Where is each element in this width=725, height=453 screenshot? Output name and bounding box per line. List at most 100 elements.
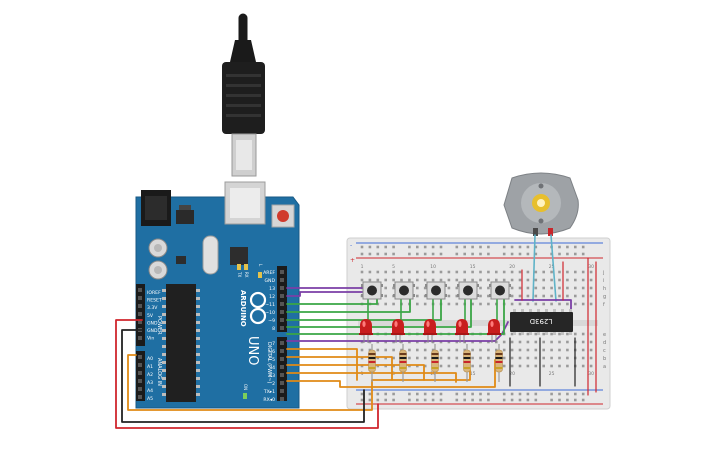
breadboard-hole: [550, 302, 553, 306]
breadboard-hole: [416, 245, 419, 249]
breadboard-hole: [542, 348, 545, 352]
leds[interactable]: [359, 319, 501, 343]
red-led[interactable]: [391, 319, 405, 343]
top_pin-label: 13: [269, 286, 275, 292]
breadboard-hole: [408, 245, 411, 249]
breadboard-hole: [558, 278, 561, 282]
row-letter: e: [603, 332, 606, 338]
breadboard-hole: [558, 332, 561, 336]
breadboard-hole: [495, 348, 498, 352]
breadboard-hole: [416, 278, 419, 282]
arduino-uno-board[interactable]: ARDUINO UNO DIGITAL (PWM~) POWER ANALOG …: [135, 181, 300, 409]
breadboard-hole: [463, 278, 466, 282]
red-led[interactable]: [487, 319, 501, 343]
breadboard-hole: [534, 294, 538, 298]
push-button[interactable]: [457, 281, 479, 300]
breadboard-hole: [526, 245, 530, 249]
breadboard-hole: [463, 245, 466, 249]
resistor[interactable]: [399, 344, 407, 382]
push-button[interactable]: [393, 281, 415, 300]
breadboard-hole: [455, 356, 459, 360]
breadboard-hole: [384, 392, 387, 396]
breadboard-hole: [581, 340, 585, 344]
breadboard-hole: [581, 245, 585, 249]
breadboard-hole: [376, 364, 380, 368]
breadboard-hole: [526, 356, 530, 360]
breadboard-hole: [408, 270, 411, 274]
breadboard-hole: [558, 302, 561, 306]
breadboard-hole: [589, 302, 593, 306]
breadboard-hole: [518, 398, 522, 402]
breadboard-hole: [455, 270, 459, 274]
breadboard-hole: [392, 252, 395, 256]
breadboard-hole: [534, 392, 538, 396]
breadboard-hole: [550, 270, 553, 274]
breadboard-hole: [581, 302, 585, 306]
breadboard-hole: [589, 270, 593, 274]
breadboard-hole: [518, 364, 522, 368]
resistor[interactable]: [431, 344, 439, 382]
resistors[interactable]: [368, 344, 503, 382]
breadboard-hole: [376, 252, 380, 256]
breadboard-hole: [510, 340, 514, 344]
top_pin-label: 12: [269, 294, 275, 300]
breadboard-hole: [526, 332, 530, 336]
analog_pin-label: A5: [147, 396, 153, 402]
breadboard-hole: [510, 356, 514, 360]
push-button[interactable]: [425, 281, 447, 300]
breadboard-hole: [487, 302, 490, 306]
resistor[interactable]: [368, 344, 376, 382]
breadboard-hole: [423, 302, 427, 306]
breadboard-hole: [550, 332, 553, 336]
dc-motor[interactable]: [503, 172, 579, 236]
breadboard-hole: [376, 270, 380, 274]
breadboard-hole: [455, 398, 459, 402]
breadboard-hole: [589, 364, 593, 368]
breadboard-hole: [550, 286, 553, 290]
breadboard-hole: [479, 348, 482, 352]
breadboard-hole: [423, 348, 427, 352]
breadboard-hole: [502, 278, 506, 282]
breadboard-hole: [566, 364, 569, 368]
row-letter: d: [603, 340, 606, 346]
resistor[interactable]: [495, 344, 503, 382]
breadboard-hole: [518, 278, 522, 282]
analog_pin-label: A4: [147, 388, 153, 394]
breadboard-hole: [376, 356, 380, 360]
l293d-driver-chip[interactable]: L293D: [510, 309, 573, 335]
breadboard-hole: [487, 340, 490, 344]
red-led[interactable]: [455, 319, 469, 343]
breadboard-hole: [384, 245, 387, 249]
breadboard-hole: [423, 356, 427, 360]
push-buttons[interactable]: [361, 281, 511, 300]
push-button[interactable]: [361, 281, 383, 300]
push-button[interactable]: [489, 281, 511, 300]
breadboard-hole: [479, 286, 482, 290]
breadboard-hole: [471, 348, 474, 352]
breadboard-hole: [502, 340, 506, 344]
breadboard-hole: [581, 364, 585, 368]
breadboard-hole: [510, 270, 514, 274]
breadboard-hole: [574, 278, 577, 282]
breadboard-hole: [392, 278, 395, 282]
breadboard-hole: [376, 340, 380, 344]
breadboard-hole: [479, 340, 482, 344]
row-letter: c: [603, 348, 606, 354]
breadboard-hole: [558, 398, 561, 402]
breadboard-hole: [487, 392, 490, 396]
red-led[interactable]: [359, 319, 373, 343]
breadboard-hole: [392, 348, 395, 352]
breadboard-hole: [487, 245, 490, 249]
breadboard-hole: [542, 356, 545, 360]
column-number: 1: [361, 264, 364, 270]
breadboard-hole: [400, 270, 403, 274]
breadboard-hole: [360, 245, 364, 249]
breadboard-hole: [471, 270, 474, 274]
breadboard-hole: [368, 278, 372, 282]
resistor[interactable]: [463, 344, 471, 382]
red-led[interactable]: [423, 319, 437, 343]
breadboard-hole: [416, 364, 419, 368]
breadboard-hole: [479, 392, 482, 396]
